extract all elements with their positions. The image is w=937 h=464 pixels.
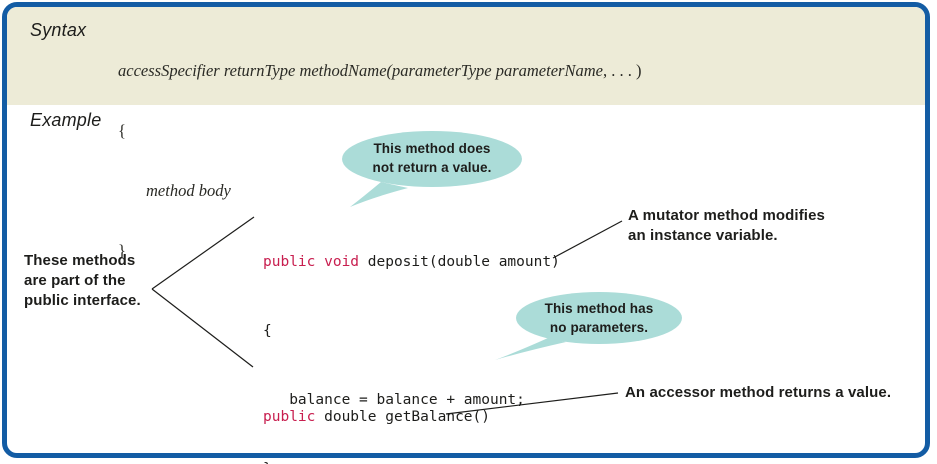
public-interface-note-line1: These methods	[24, 252, 136, 269]
syntax-body-line: method body	[118, 181, 641, 201]
syntax-signature-line: accessSpecifier returnType methodName(pa…	[118, 61, 641, 81]
deposit-signature-rest: deposit(double amount)	[359, 254, 560, 270]
getbalance-keyword: public	[263, 409, 316, 425]
mutator-note-line2: an instance variable.	[628, 227, 778, 244]
mutator-note: A mutator method modifies an instance va…	[628, 206, 825, 246]
code-getbalance-method: public double getBalance() { return bala…	[263, 360, 490, 464]
code-deposit-method: public void deposit(double amount) { bal…	[263, 205, 560, 464]
syntax-open-brace: {	[118, 121, 126, 140]
bubble-2-line1: This method has	[544, 301, 654, 316]
deposit-signature-line: public void deposit(double amount)	[263, 251, 560, 274]
bubble-1-line2: not return a value.	[372, 160, 492, 175]
deposit-body-line: balance = balance + amount;	[263, 392, 525, 408]
bubble-2-line2: no parameters.	[549, 320, 649, 335]
syntax-label: Syntax	[30, 20, 87, 40]
syntax-body-text: method body	[146, 181, 231, 200]
getbalance-signature-rest: double getBalance()	[315, 409, 490, 425]
deposit-open-brace: {	[263, 323, 272, 339]
syntax-section-background	[7, 7, 925, 105]
mutator-note-line1: A mutator method modifies	[628, 207, 825, 224]
syntax-template: accessSpecifier returnType methodName(pa…	[118, 21, 641, 301]
bubble-2-text: This method has no parameters.	[514, 299, 684, 337]
example-label: Example	[30, 110, 102, 130]
syntax-close-brace: }	[118, 241, 126, 260]
public-interface-note-line3: public interface.	[24, 292, 141, 309]
bubble-1-line1: This method does	[373, 141, 491, 156]
accessor-note-line1: An accessor method returns a value.	[625, 384, 892, 401]
syntax-signature-italic: accessSpecifier returnType methodName(pa…	[118, 61, 603, 80]
accessor-note: An accessor method returns a value.	[625, 383, 891, 403]
public-interface-note: These methods are part of the public int…	[24, 251, 141, 311]
bubble-1-text: This method does not return a value.	[347, 139, 517, 177]
deposit-keyword: public void	[263, 254, 360, 270]
getbalance-signature-line: public double getBalance()	[263, 406, 490, 429]
syntax-signature-plain: , . . . )	[602, 61, 642, 80]
public-interface-note-line2: are part of the	[24, 272, 126, 289]
deposit-close-brace: }	[263, 458, 560, 464]
